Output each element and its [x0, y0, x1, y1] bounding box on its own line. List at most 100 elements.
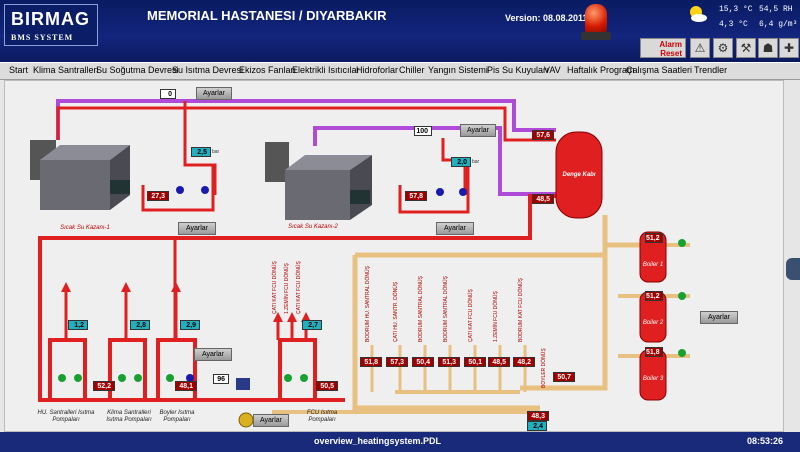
return-label-1: BODRUM HU. SANTRAL DÖNÜŞ: [365, 266, 371, 342]
catwalk-label-3: ÇATI KAT FCU DÖNÜŞ: [296, 261, 302, 314]
fcu-label: FCU Isıtma Pompaları: [306, 410, 338, 423]
boyler-pump-label: Boyler Isıtma Pompaları: [159, 410, 195, 423]
menu-elektrikli-isiticilar[interactable]: Elektrikli Isıtıcılar: [292, 65, 360, 75]
menu-hidroforlar[interactable]: Hidroforlar: [356, 65, 399, 75]
absolute-humidity: 6,4 g/m³: [759, 20, 798, 29]
menu-su-sogutma[interactable]: Su Soğutma Devresi: [96, 65, 179, 75]
boyler-pump-pressure: 2,9: [180, 320, 200, 330]
menu-haftalik-program[interactable]: Haftalık Program: [567, 65, 635, 75]
denge-tank-graphic: [555, 131, 603, 219]
boiler2-settings-button[interactable]: Ayarlar: [436, 222, 474, 235]
menu-vav[interactable]: VAV: [544, 65, 561, 75]
header-bar: BIRMAG BMS SYSTEM MEMORIAL HASTANESI / D…: [0, 0, 800, 62]
tank1-label: Boiler 1: [642, 262, 664, 268]
tank3-temp: 51,8: [645, 347, 663, 357]
boiler2-pressure-unit: bar: [472, 159, 480, 165]
boyler-return-label: BOYLER DÖNÜŞ: [541, 348, 547, 388]
fcu-temp: 50,5: [316, 381, 338, 391]
users-icon[interactable]: ☗: [758, 38, 778, 58]
network-icon[interactable]: ⚒: [736, 38, 756, 58]
dew-point: 4,3 °C: [719, 20, 748, 29]
version-text: Version: 08.08.2011: [505, 13, 588, 23]
menu-calisma-saatleri[interactable]: Çalışma Saatleri: [626, 65, 693, 75]
clock: 08:53:26: [747, 436, 784, 446]
menu-start[interactable]: Start: [9, 65, 29, 75]
return-label-4: BODRUM SANTRAL DÖNÜŞ: [443, 276, 449, 342]
side-panel-tab[interactable]: [786, 258, 800, 280]
tank2-label: Boiler 2: [642, 320, 664, 326]
return-temp-2: 57,3: [386, 357, 408, 367]
tank1-temp: 51,2: [645, 233, 663, 243]
klima-santral-label: Klima Santralleri Isıtma Pompaları: [106, 410, 152, 423]
menu-pis-su-kuyulari[interactable]: Pis Su Kuyuları: [487, 65, 549, 75]
return-temp-7: 48,2: [513, 357, 535, 367]
tanks-settings-button[interactable]: Ayarlar: [700, 311, 738, 324]
catwalk-label-2: 1.ZEMİN FCU DÖNÜŞ: [284, 263, 290, 314]
boiler1-pressure: 2,5: [191, 147, 211, 157]
boyler-return-temp: 50,7: [553, 372, 575, 382]
boiler1-pressure-unit: bar: [212, 149, 220, 155]
boiler2-label: Sıcak Su Kazanı-2: [288, 224, 338, 230]
return-label-5: ÇATI KAT FCU DÖNÜŞ: [468, 289, 474, 342]
return-label-2: ÇATI HU. SANTR. DÖNÜŞ: [393, 281, 399, 342]
weather-sun-cloud-icon: [690, 6, 707, 22]
return-temp-1: 51,8: [360, 357, 382, 367]
hu-santral-pressure: 1,2: [68, 320, 88, 330]
denge-label: Denge Kabı: [562, 172, 596, 178]
alarm-beacon-icon[interactable]: [585, 4, 607, 34]
return-temp-5: 50,1: [464, 357, 486, 367]
boiler2-valve-settings-button[interactable]: Ayarlar: [460, 124, 496, 137]
menu-su-isitma[interactable]: Su Isıtma Devresi: [172, 65, 244, 75]
brand-logo: BIRMAG BMS SYSTEM: [4, 4, 98, 46]
page-title: MEMORIAL HASTANESI / DIYARBAKIR: [147, 8, 387, 23]
menu-chiller[interactable]: Chiller: [399, 65, 425, 75]
mix-valve-settings-button[interactable]: Ayarlar: [253, 414, 289, 427]
settings-icon[interactable]: ⚙: [713, 38, 733, 58]
logo-sub-text: BMS SYSTEM: [11, 33, 74, 42]
boiler2-valve-pct: 100: [414, 126, 432, 136]
boiler2-pressure: 2,0: [451, 157, 471, 167]
boiler1-settings-button[interactable]: Ayarlar: [178, 222, 216, 235]
return-temp-3: 50,4: [412, 357, 434, 367]
hu-santral-label: HU. Santralleri Isıtma Pompaları: [37, 410, 95, 423]
klima-santral-pressure: 2,8: [130, 320, 150, 330]
return-label-3: BODRUM SANTRAL DÖNÜŞ: [418, 276, 424, 342]
boiler1-valve-settings-button[interactable]: Ayarlar: [196, 87, 232, 100]
return-main-pressure: 2,4: [527, 421, 547, 431]
menu-trendler[interactable]: Trendler: [694, 65, 728, 75]
status-bar: overview_heatingsystem.PDL 08:53:26: [0, 432, 800, 452]
alarm-reset-button[interactable]: Alarm Reset: [640, 38, 686, 58]
mix-valve-pct: 96: [213, 374, 229, 384]
klima-santral-temp: 52,2: [93, 381, 115, 391]
file-name: overview_heatingsystem.PDL: [314, 436, 442, 446]
fcu-pressure: 2,7: [302, 320, 322, 330]
menu-yangin-sistemi[interactable]: Yangın Sistemi: [428, 65, 488, 75]
boiler1-valve-pct: 0: [160, 89, 176, 99]
outdoor-temp: 15,3 °C: [719, 5, 753, 14]
boiler-2-graphic: [265, 142, 372, 220]
tank3-label: Boiler 3: [642, 376, 664, 382]
boiler1-temp: 27,3: [147, 191, 169, 201]
boiler1-label: Sıcak Su Kazanı-1: [60, 225, 110, 231]
alarm-beacon-base: [581, 32, 611, 40]
return-label-6: 1.ZEMİN FCU DÖNÜŞ: [493, 291, 499, 342]
outdoor-humidity: 54,5 RH: [759, 5, 793, 14]
catwalk-label-1: ÇATI KAT FCU DÖNÜŞ: [272, 261, 278, 314]
menu-ekizos-fanlari[interactable]: Ekizos Fanları: [239, 65, 297, 75]
main-menu: Start Klima Santralleri Su Soğutma Devre…: [0, 62, 800, 80]
denge-bottom-temp: 48,5: [532, 194, 554, 204]
return-temp-4: 51,3: [438, 357, 460, 367]
return-temp-6: 48,5: [488, 357, 510, 367]
return-main-temp: 48,3: [527, 411, 549, 421]
pump-settings-button[interactable]: Ayarlar: [194, 348, 232, 361]
boiler2-temp: 57,8: [405, 191, 427, 201]
boyler-pump-temp: 48,1: [175, 381, 197, 391]
warning-icon[interactable]: ⚠: [690, 38, 710, 58]
boiler-1-graphic: [30, 140, 130, 210]
menu-klima-santralleri[interactable]: Klima Santralleri: [33, 65, 99, 75]
logo-main-text: BIRMAG: [11, 9, 90, 29]
return-label-7: BODRUM KAT FCU DÖNÜŞ: [518, 278, 524, 342]
denge-top-temp: 57,6: [532, 130, 554, 140]
tools-icon[interactable]: ✚: [779, 38, 799, 58]
